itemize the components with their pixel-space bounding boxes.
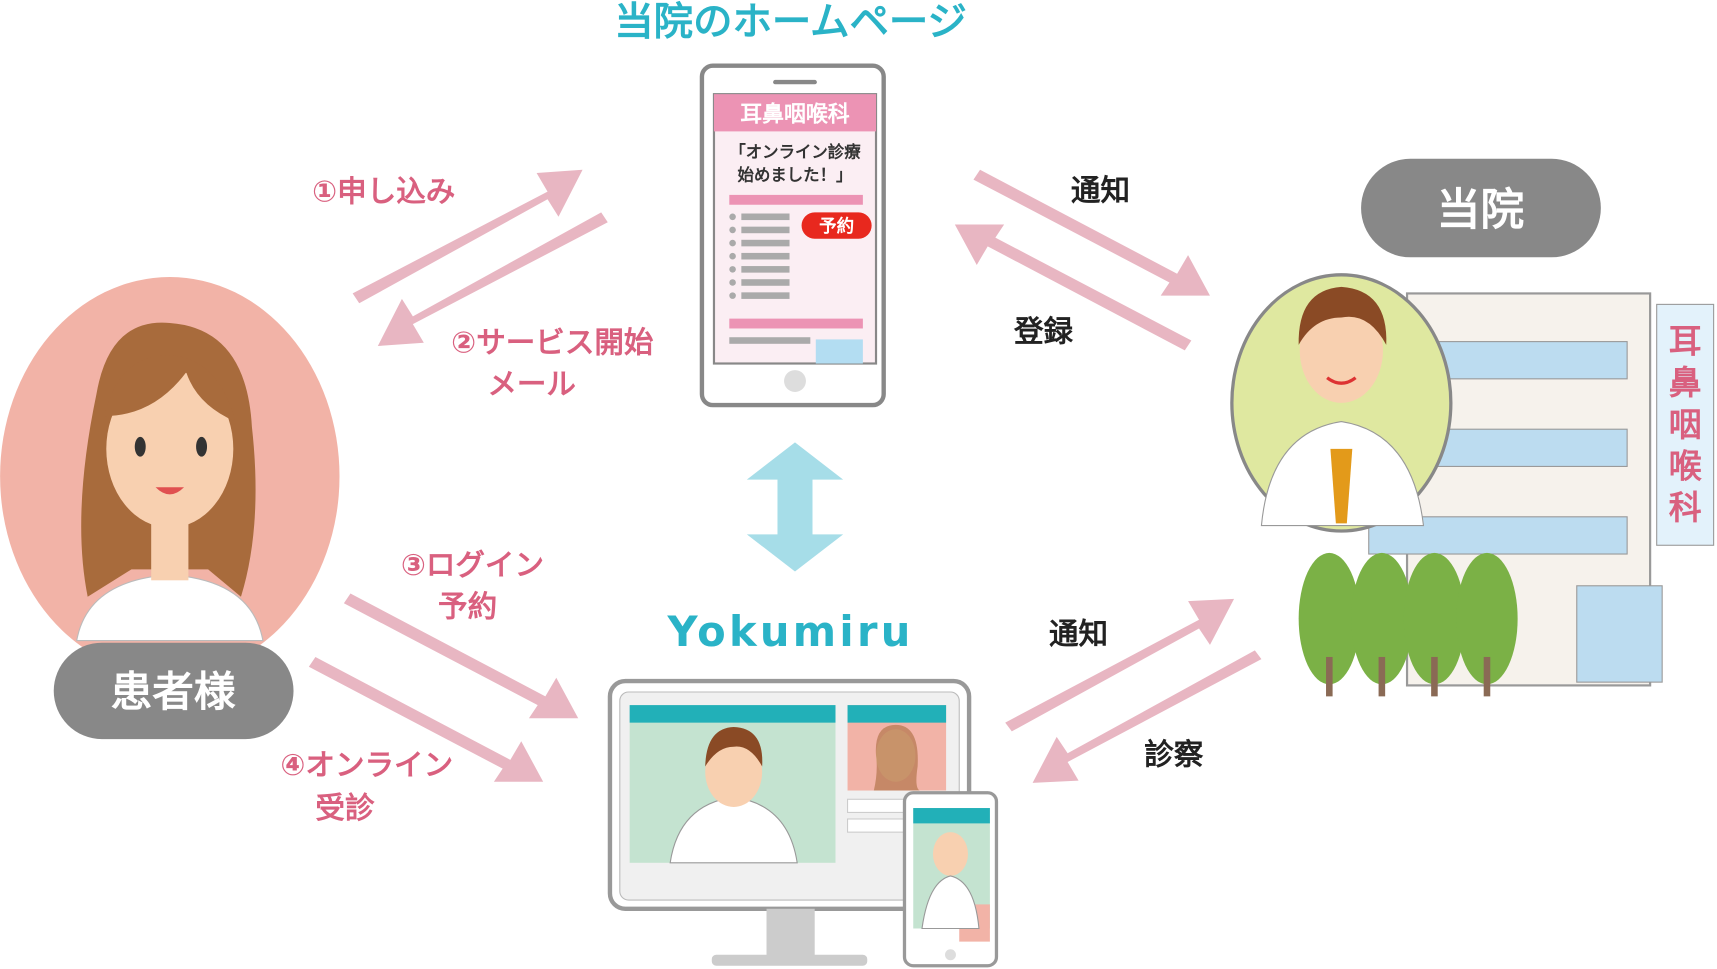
- clinic-sign-5: 科: [1669, 489, 1702, 527]
- phone-header: 耳鼻咽喉科: [740, 102, 849, 128]
- step-online-1: ④オンライン: [280, 748, 453, 782]
- sync-arrow-icon: [746, 442, 844, 572]
- flow-consult: 診察: [1144, 737, 1204, 771]
- clinic-sign-2: 鼻: [1669, 364, 1702, 402]
- reserve-button-label: 予約: [819, 216, 854, 237]
- flow-notify-top: 通知: [1071, 173, 1130, 207]
- flow-register: 登録: [1013, 315, 1074, 349]
- phone-headline-1: 「オンライン診療: [729, 143, 861, 162]
- flow-arrows: [308, 169, 1262, 783]
- patient-label-badge: [53, 642, 294, 740]
- homepage-title: 当院のホームページ: [614, 0, 967, 45]
- clinic-sign-3: 咽: [1669, 406, 1702, 444]
- flow-notify-bottom: 通知: [1049, 617, 1108, 651]
- clinic-label-badge: [1361, 158, 1601, 258]
- clinic-sign-1: 耳: [1669, 323, 1702, 361]
- doctor-illustration: [1230, 273, 1453, 533]
- phone-headline-2: 始めました！」: [738, 166, 853, 185]
- patient-illustration: [0, 277, 340, 676]
- step-service-start-1: ②サービス開始: [451, 326, 654, 360]
- yokumiru-monitor: [607, 678, 999, 968]
- patient-label: 患者様: [111, 667, 236, 716]
- homepage-phone: 耳鼻咽喉科 「オンライン診療 始めました！」 予約: [699, 63, 886, 408]
- step-login-2: 予約: [438, 589, 497, 623]
- clinic-label: 当院: [1437, 184, 1525, 235]
- reserve-button[interactable]: [801, 212, 872, 239]
- clinic-sign-4: 喉: [1669, 447, 1703, 485]
- step-apply: ①申し込み: [312, 174, 455, 208]
- yokumiru-title: Yokumiru: [667, 607, 914, 656]
- clinic-building: 耳 鼻 咽 喉 科: [1298, 292, 1715, 697]
- step-online-2: 受診: [315, 791, 375, 825]
- step-login-1: ③ログイン: [401, 548, 544, 582]
- step-service-start-2: メール: [487, 367, 576, 401]
